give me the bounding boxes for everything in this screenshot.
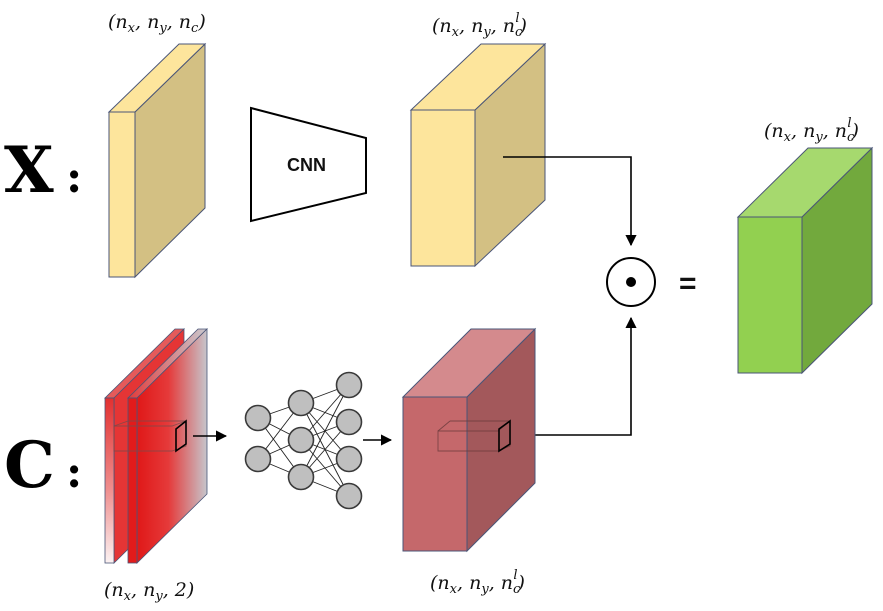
x-feature-shape-label: (nx, ny, ncl) — [432, 11, 527, 40]
c-feature-tensor — [401, 327, 537, 553]
x-input-shape-label: (nx, ny, nc) — [108, 11, 206, 36]
mlp-node — [287, 426, 315, 454]
operator-dot — [626, 277, 636, 287]
row-label-x: X — [4, 133, 54, 208]
c-feature-patch-face — [498, 419, 511, 453]
mlp-node — [335, 408, 363, 436]
elementwise-product-operator — [606, 257, 656, 307]
equals-sign: = — [679, 267, 697, 300]
row-label-c: C — [4, 428, 55, 503]
x-input-front-face — [108, 111, 136, 278]
c-channel-1-front — [104, 397, 115, 564]
x-feature-to-product-arrow — [503, 156, 637, 247]
cnn-trapezoid — [250, 106, 367, 223]
mlp-node — [335, 371, 363, 399]
c-channel-2-front — [127, 397, 138, 564]
c-input-patch-box — [113, 420, 187, 452]
output-shape-label: (nx, ny, ncl) — [764, 116, 859, 145]
output-front-face — [737, 216, 803, 374]
row-colon-c: : — [66, 447, 82, 498]
c-input-shape-label: (nx, ny, 2) — [104, 579, 194, 604]
mlp-node — [244, 445, 272, 473]
c-input-tensor — [104, 328, 208, 564]
cnn-label: CNN — [287, 155, 326, 175]
row-colon-x: : — [66, 152, 82, 203]
c-feature-front-face — [402, 396, 468, 552]
x-feature-front-face — [410, 109, 476, 267]
cnn-block: CNN — [250, 106, 367, 223]
mlp-node — [335, 482, 363, 510]
c-feature-shape-label: (nx, ny, ncl) — [430, 568, 525, 597]
c-feature-to-product-arrow — [519, 316, 637, 436]
mlp-node — [287, 463, 315, 491]
mlp-node — [287, 389, 315, 417]
x-feature-tensor — [409, 42, 547, 268]
x-input-tensor — [107, 42, 207, 279]
c-input-patch-face — [175, 419, 187, 453]
mlp-node — [335, 445, 363, 473]
c-feature-patch-box — [437, 420, 511, 452]
output-tensor — [736, 146, 874, 375]
mlp-node — [244, 404, 272, 432]
mlp-network — [244, 371, 363, 510]
